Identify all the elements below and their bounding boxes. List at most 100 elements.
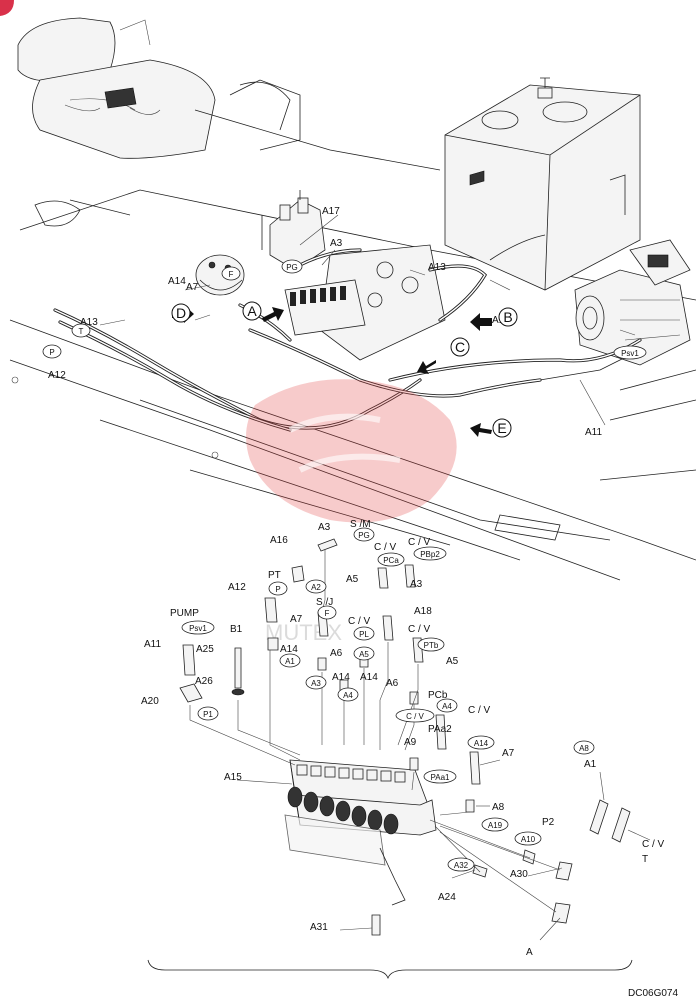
callout-b1: B1 <box>230 624 243 635</box>
callout-a1: A1 <box>279 653 301 668</box>
svg-text:P: P <box>49 348 54 357</box>
callout-a20: A20 <box>141 696 159 707</box>
svg-text:A10: A10 <box>521 835 536 844</box>
callout-a14: A14 <box>332 672 350 683</box>
callout-pbp2: PBp2 <box>413 546 447 561</box>
svg-text:A16: A16 <box>270 535 288 546</box>
svg-text:A11: A11 <box>585 427 602 438</box>
callout-a14: A14 <box>280 644 298 655</box>
svg-text:A2: A2 <box>311 583 321 592</box>
callout-a1: A1 <box>584 759 597 770</box>
svg-text:B: B <box>503 309 512 325</box>
operator-seat <box>17 17 216 159</box>
view-marker-c: C <box>450 337 470 357</box>
drawing-code: DC06G074 <box>628 988 678 999</box>
callout-a11: A11 <box>585 427 602 438</box>
callout-c-v: C / V <box>408 624 431 635</box>
svg-text:P1: P1 <box>203 710 213 719</box>
callout-a13: A13 <box>80 317 98 328</box>
callout-f: F <box>221 266 241 281</box>
svg-text:A20: A20 <box>141 696 159 707</box>
svg-text:A24: A24 <box>438 892 456 903</box>
svg-text:A3: A3 <box>330 238 343 249</box>
callout-a12: A12 <box>228 582 246 593</box>
callout-pcb: PCb <box>428 690 448 701</box>
callout-a4: A4 <box>337 687 359 702</box>
callout-a30: A30 <box>510 869 528 880</box>
svg-text:PCa: PCa <box>383 556 399 565</box>
installed-hoses <box>53 234 642 432</box>
callout-pl: PL <box>353 626 375 641</box>
callout-s-j: S /J <box>316 597 333 608</box>
svg-text:C / V: C / V <box>406 712 424 721</box>
svg-text:A7: A7 <box>186 282 199 293</box>
svg-text:A6: A6 <box>386 678 399 689</box>
callout-a16: A16 <box>270 535 288 546</box>
svg-text:A5: A5 <box>446 656 459 667</box>
callout-s-m: S /M <box>350 519 371 530</box>
callout-paa1: PAa1 <box>423 769 457 784</box>
svg-text:C / V: C / V <box>642 839 665 850</box>
callout-pg: PG <box>281 259 303 274</box>
callout-a14: A14 <box>168 276 186 287</box>
svg-text:D: D <box>176 305 186 321</box>
callout-t: T <box>71 323 91 338</box>
svg-text:E: E <box>497 420 506 436</box>
callout-a24: A24 <box>438 892 456 903</box>
svg-text:C / V: C / V <box>468 705 491 716</box>
upper-frame <box>9 79 696 581</box>
svg-text:A32: A32 <box>454 861 469 870</box>
callout-a32: A32 <box>447 857 475 872</box>
callout-a3: A3 <box>410 579 423 590</box>
svg-text:A14: A14 <box>360 672 378 683</box>
main-pump <box>574 239 691 366</box>
svg-text:A5: A5 <box>346 574 359 585</box>
callout-c-v: C / V <box>642 839 665 850</box>
svg-text:PBp2: PBp2 <box>420 550 440 559</box>
callout-a8: A8 <box>573 740 595 755</box>
svg-text:Psv1: Psv1 <box>621 349 639 358</box>
svg-text:A3: A3 <box>318 522 331 533</box>
arrow-a-icon <box>262 307 284 322</box>
svg-text:PAa2: PAa2 <box>428 724 452 735</box>
svg-text:PG: PG <box>286 263 298 272</box>
callout-a5: A5 <box>346 574 359 585</box>
svg-text:A9: A9 <box>404 737 417 748</box>
svg-text:C / V: C / V <box>348 616 371 627</box>
svg-text:A3: A3 <box>410 579 423 590</box>
svg-text:A31: A31 <box>310 922 328 933</box>
callout-psv1: Psv1 <box>181 620 215 635</box>
svg-text:PAa1: PAa1 <box>431 773 451 782</box>
callout-pca: PCa <box>377 552 405 567</box>
view-marker-b: B <box>498 307 518 327</box>
callout-a31: A31 <box>310 922 328 933</box>
leader-lines <box>99 214 651 941</box>
callout-a11: A11 <box>144 639 161 650</box>
callout-a13: A13 <box>428 262 446 273</box>
callout-a14: A14 <box>467 735 495 750</box>
callout-paa2: PAa2 <box>428 724 452 735</box>
svg-text:A8: A8 <box>492 802 505 813</box>
callout-a9: A9 <box>404 737 417 748</box>
callout-a26: A26 <box>195 676 213 687</box>
svg-text:A4: A4 <box>343 691 353 700</box>
svg-text:A5: A5 <box>359 650 369 659</box>
svg-text:PT: PT <box>268 570 281 581</box>
svg-text:A8: A8 <box>579 744 589 753</box>
svg-text:C / V: C / V <box>408 624 431 635</box>
callout-a4: A4 <box>436 698 458 713</box>
callout-pump: PUMP <box>170 608 199 619</box>
callout-c-v: C / V <box>374 542 397 553</box>
callout-a6: A6 <box>330 648 343 659</box>
callout-a7: A7 <box>502 748 515 759</box>
svg-text:A14: A14 <box>280 644 298 655</box>
guide-lines <box>189 550 561 913</box>
svg-text:P2: P2 <box>542 817 555 828</box>
callout-c-v: C / V <box>468 705 491 716</box>
svg-text:A26: A26 <box>195 676 213 687</box>
svg-text:F: F <box>325 609 330 618</box>
svg-text:C / V: C / V <box>408 537 431 548</box>
callout-a18: A18 <box>414 606 432 617</box>
